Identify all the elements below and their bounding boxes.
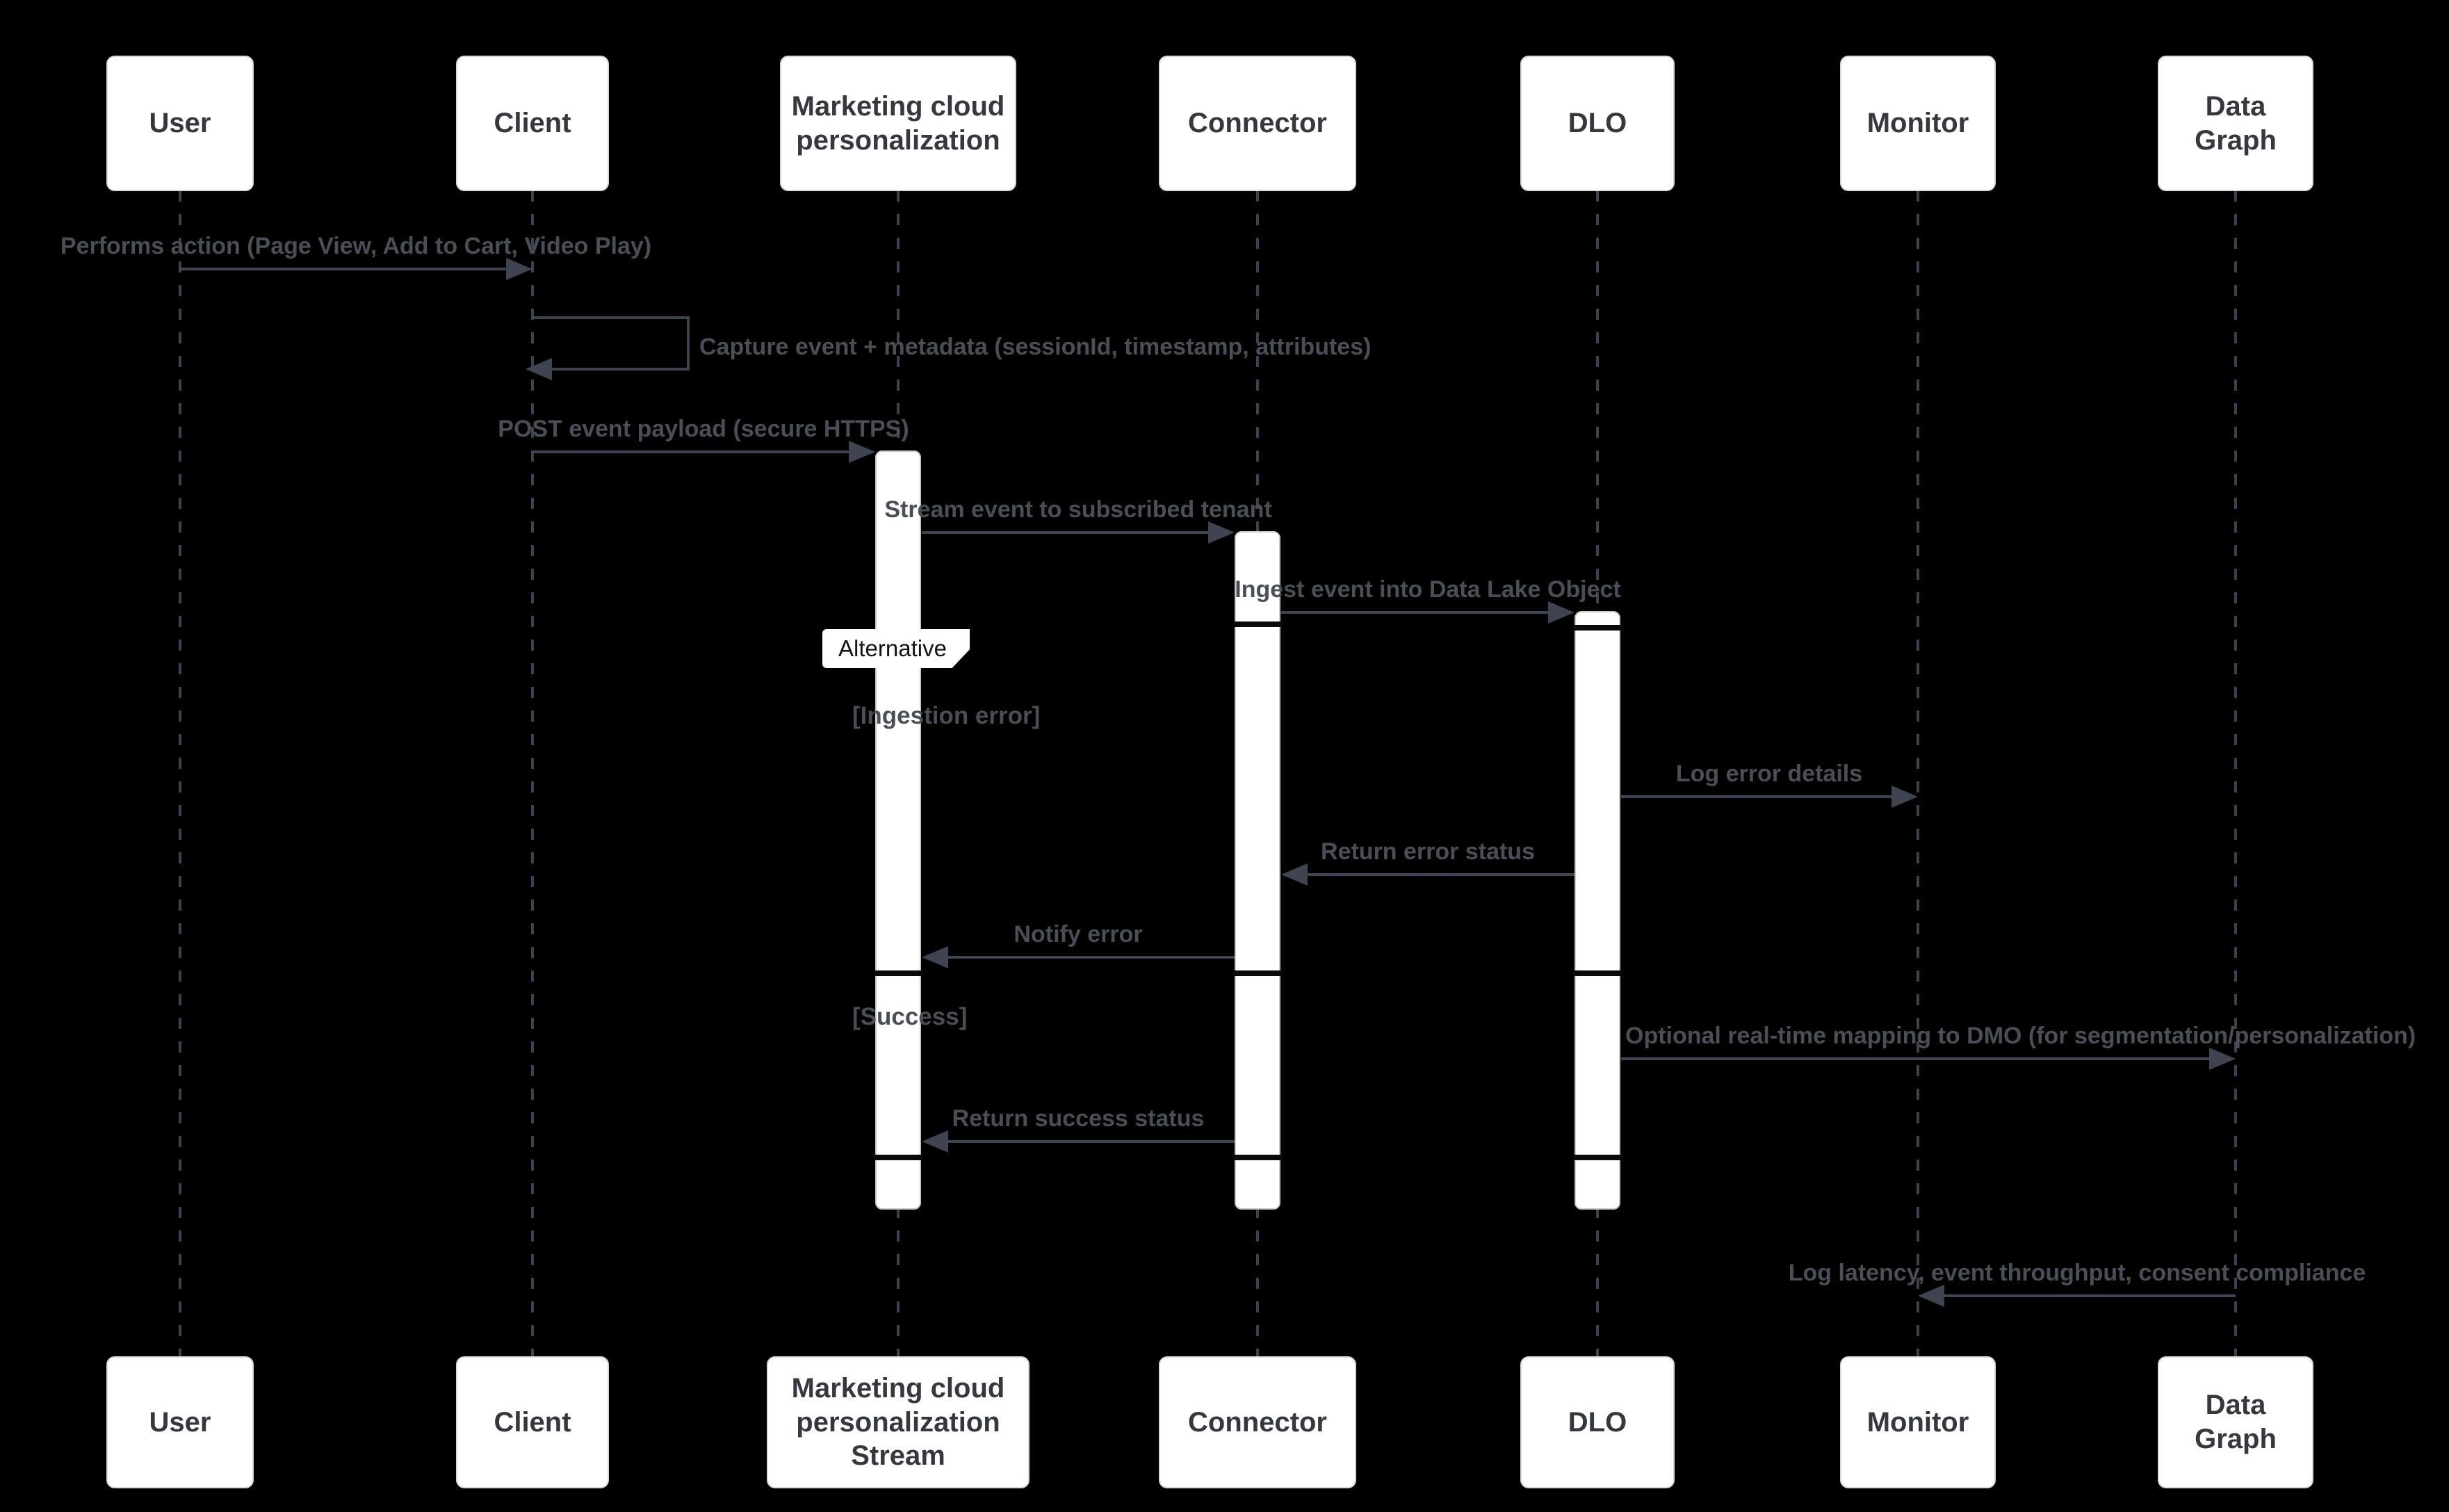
message-line-ingest-event bbox=[1281, 611, 1555, 614]
alt-divider-tick bbox=[1233, 970, 1282, 976]
alt-frame-bottom-tick bbox=[1573, 1155, 1622, 1160]
alt-case-success: [Success] bbox=[852, 1003, 968, 1030]
actor-top-datagraph: Data Graph bbox=[2158, 56, 2313, 191]
arrowhead-right-icon bbox=[1891, 786, 1918, 808]
message-line-log-error bbox=[1621, 795, 1898, 798]
alt-case-error: [Ingestion error] bbox=[852, 702, 1041, 729]
alt-label-text: Alternative bbox=[838, 635, 947, 661]
message-label-performs-action: Performs action (Page View, Add to Cart,… bbox=[60, 233, 652, 259]
lifeline-user bbox=[179, 190, 181, 1356]
arrowhead-right-icon bbox=[506, 258, 532, 280]
arrowhead-right-icon bbox=[1548, 601, 1575, 624]
activation-bar-dlo bbox=[1575, 611, 1620, 1210]
alt-frame-top-tick bbox=[1573, 625, 1622, 631]
actor-top-connector: Connector bbox=[1159, 56, 1356, 191]
actor-top-mcp: Marketing cloud personalization bbox=[780, 56, 1016, 191]
message-line-performs-action bbox=[180, 268, 513, 270]
activation-bar-mcp bbox=[875, 450, 921, 1210]
alt-frame-bottom-tick bbox=[1233, 1155, 1282, 1160]
arrowhead-right-icon bbox=[2209, 1048, 2236, 1070]
actor-bottom-connector: Connector bbox=[1159, 1356, 1356, 1488]
selfloop-top-line bbox=[532, 316, 690, 319]
message-label-notify-error: Notify error bbox=[1014, 921, 1143, 948]
actor-label: DLO bbox=[1568, 1406, 1627, 1438]
actor-label: Marketing cloud personalization Stream bbox=[791, 1372, 1005, 1472]
message-label-log-latency: Log latency, event throughput, consent c… bbox=[1788, 1260, 2366, 1286]
lifeline-monitor bbox=[1917, 190, 1919, 1356]
message-label-log-error: Log error details bbox=[1675, 761, 1863, 787]
actor-top-monitor: Monitor bbox=[1840, 56, 1996, 191]
arrowhead-right-icon bbox=[1208, 521, 1235, 544]
message-label-ingest-event: Ingest event into Data Lake Object bbox=[1235, 576, 1621, 603]
message-line-notify-error bbox=[943, 956, 1235, 959]
arrowhead-right-icon bbox=[849, 441, 875, 463]
actor-label: DLO bbox=[1568, 108, 1627, 139]
message-line-post-event bbox=[532, 450, 856, 453]
actor-bottom-dlo: DLO bbox=[1520, 1356, 1675, 1488]
actor-label: Monitor bbox=[1866, 1406, 1969, 1438]
alt-divider-tick bbox=[874, 970, 922, 976]
actor-label: Connector bbox=[1188, 108, 1327, 139]
actor-top-user: User bbox=[106, 56, 254, 191]
activation-bar-connector bbox=[1235, 531, 1280, 1210]
actor-label: Monitor bbox=[1866, 108, 1969, 139]
actor-bottom-monitor: Monitor bbox=[1840, 1356, 1996, 1488]
message-label-return-error: Return error status bbox=[1321, 838, 1535, 865]
message-line-return-error bbox=[1302, 873, 1575, 876]
alt-divider-tick bbox=[1573, 970, 1622, 976]
actor-label: Marketing cloud personalization bbox=[791, 90, 1005, 156]
selfloop-bottom-line bbox=[549, 368, 690, 371]
message-line-return-success bbox=[943, 1140, 1235, 1143]
actor-top-client: Client bbox=[456, 56, 609, 191]
actor-top-dlo: DLO bbox=[1520, 56, 1675, 191]
actor-bottom-client: Client bbox=[456, 1356, 609, 1488]
lifeline-client bbox=[531, 190, 534, 1356]
actor-bottom-mcp: Marketing cloud personalization Stream bbox=[767, 1356, 1030, 1488]
actor-bottom-user: User bbox=[106, 1356, 254, 1488]
alt-frame-top-tick bbox=[1233, 621, 1282, 627]
actor-label: User bbox=[149, 1406, 211, 1438]
actor-label: User bbox=[149, 108, 211, 139]
alt-frame-bottom-tick bbox=[874, 1155, 922, 1160]
actor-label: Client bbox=[494, 1406, 571, 1438]
message-line-stream-event bbox=[922, 531, 1215, 534]
message-label-optional-mapping: Optional real-time mapping to DMO (for s… bbox=[1625, 1023, 2416, 1049]
actor-label: Data Graph bbox=[2195, 90, 2277, 156]
actor-bottom-datagraph: Data Graph bbox=[2158, 1356, 2313, 1488]
arrowhead-left-icon bbox=[526, 358, 552, 380]
message-label-stream-event: Stream event to subscribed tenant bbox=[884, 496, 1272, 523]
message-label-post-event: POST event payload (secure HTTPS) bbox=[498, 416, 909, 442]
message-label-capture-event: Capture event + metadata (sessionId, tim… bbox=[699, 334, 1372, 360]
alt-label: Alternative bbox=[822, 629, 970, 668]
message-label-return-success: Return success status bbox=[952, 1105, 1205, 1132]
actor-label: Connector bbox=[1188, 1406, 1327, 1438]
actor-label: Data Graph bbox=[2195, 1390, 2277, 1454]
actor-label: Client bbox=[494, 108, 571, 139]
selfloop-right-line bbox=[687, 316, 690, 371]
lifeline-datagraph bbox=[2234, 190, 2237, 1356]
message-line-log-latency bbox=[1939, 1294, 2236, 1297]
message-line-optional-mapping bbox=[1621, 1057, 2216, 1060]
